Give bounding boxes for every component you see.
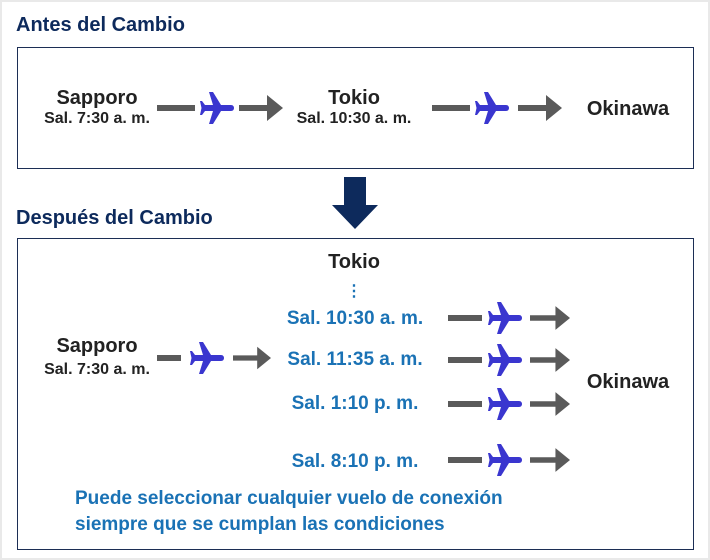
plane-icon [487, 442, 523, 478]
plane-icon [487, 342, 523, 378]
arrow-right-icon [530, 304, 570, 332]
flight-segment [448, 386, 570, 422]
arrow-down-icon [332, 177, 378, 229]
flight-segment [448, 442, 570, 478]
before-via-city: Tokio [328, 87, 380, 109]
after-destination: Okinawa [586, 371, 670, 393]
plane-icon [487, 300, 523, 336]
plane-icon [199, 90, 235, 126]
before-title: Antes del Cambio [16, 14, 185, 36]
flight-segment [448, 342, 570, 378]
after-origin-departure: Sal. 7:30 a. m. [44, 361, 150, 378]
before-via-departure: Sal. 10:30 a. m. [296, 110, 412, 127]
after-title: Después del Cambio [16, 207, 213, 229]
after-origin-city: Sapporo [56, 335, 138, 357]
after-via-city: Tokio [328, 251, 380, 273]
before-box [17, 47, 694, 169]
arrow-right-icon [233, 344, 271, 372]
note-line-2: siempre que se cumplan las condiciones [75, 514, 445, 535]
departure-option: Sal. 11:35 a. m. [287, 349, 423, 370]
flight-segment [432, 90, 564, 126]
before-destination: Okinawa [586, 98, 670, 120]
departure-option: Sal. 1:10 p. m. [291, 393, 419, 414]
before-origin-departure: Sal. 7:30 a. m. [44, 110, 150, 127]
flight-segment [157, 340, 271, 376]
before-origin-city: Sapporo [56, 87, 138, 109]
arrow-right-icon [530, 446, 570, 474]
arrow-right-icon [530, 346, 570, 374]
plane-icon [189, 340, 225, 376]
flight-segment [448, 300, 570, 336]
arrow-right-icon [516, 93, 564, 123]
flight-segment [157, 90, 283, 126]
plane-icon [474, 90, 510, 126]
arrow-right-icon [239, 93, 283, 123]
departure-option: Sal. 8:10 p. m. [291, 451, 419, 472]
plane-icon [487, 386, 523, 422]
departure-option: Sal. 10:30 a. m. [286, 308, 424, 329]
note-line-1: Puede seleccionar cualquier vuelo de con… [75, 488, 503, 509]
ellipsis: ⋮ [346, 283, 362, 300]
arrow-right-icon [530, 390, 570, 418]
after-box [17, 238, 694, 550]
